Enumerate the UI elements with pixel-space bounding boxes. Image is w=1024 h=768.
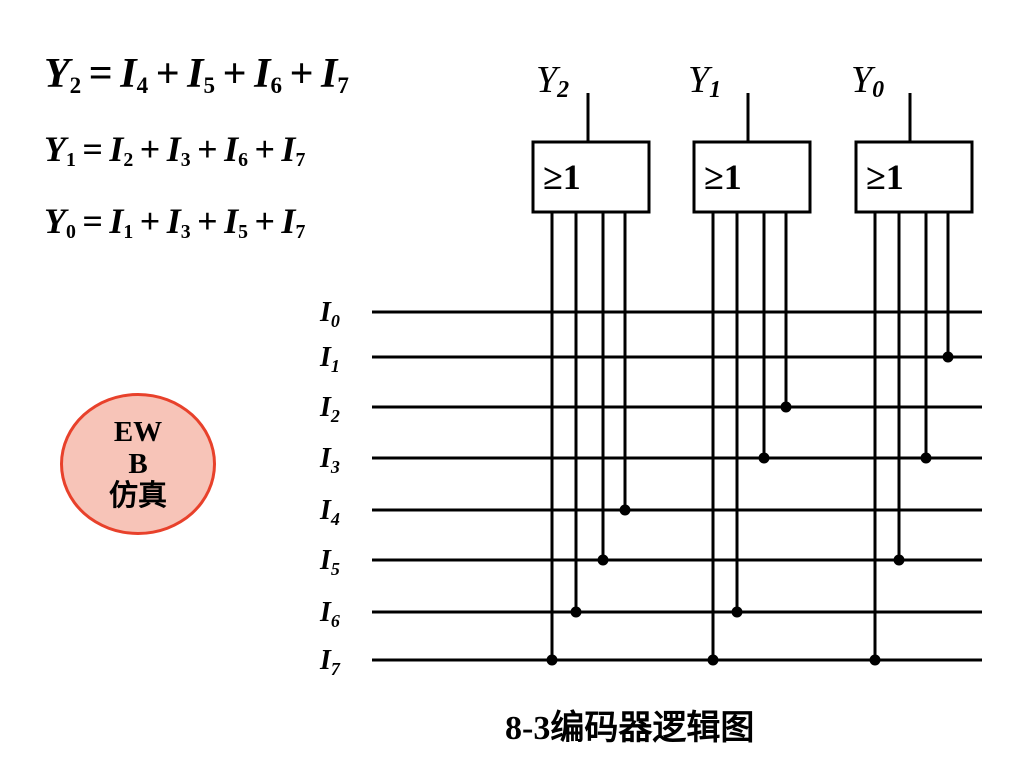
input-label-subscript: 0: [331, 311, 340, 331]
equation-term: I4: [120, 51, 149, 98]
equation-y1: Y1=I2+I3+I6+I7: [44, 128, 305, 172]
equation-term-subscript: 5: [203, 71, 216, 98]
output-label-subscript: 2: [556, 77, 569, 103]
equation-term: I3: [166, 201, 191, 243]
plus-sign: +: [222, 51, 247, 97]
input-label-2: I2: [319, 392, 340, 426]
plus-sign: +: [155, 51, 180, 97]
or-gate-2: [531, 140, 651, 214]
junction-dot: [942, 351, 954, 363]
junction-dot: [570, 606, 582, 618]
equation-term: I7: [321, 51, 349, 98]
input-label-subscript: 4: [330, 509, 340, 529]
junction-dot: [758, 452, 770, 464]
equation-term-subscript: 6: [238, 148, 248, 171]
or-gate-label: ≥1: [866, 157, 904, 197]
junction-dot: [780, 401, 792, 413]
input-label-subscript: 3: [330, 457, 340, 477]
equation-lhs: Y1: [44, 129, 76, 171]
plus-sign: +: [254, 201, 275, 241]
junction-dot: [893, 554, 905, 566]
equation-term-subscript: 2: [123, 148, 134, 171]
input-label-4: I4: [319, 495, 340, 529]
plus-sign: +: [254, 129, 275, 169]
equation-term: I6: [224, 129, 248, 171]
equation-term: I7: [281, 201, 306, 243]
plus-sign: +: [197, 129, 218, 169]
equation-term-subscript: 7: [295, 148, 306, 171]
input-label-3: I3: [319, 443, 340, 477]
junction-dot: [707, 654, 719, 666]
input-label-1: I1: [319, 342, 340, 376]
equation-term: I2: [109, 129, 134, 171]
or-gate-1: [692, 140, 812, 214]
equation-term: I5: [224, 201, 248, 243]
equation-term: I7: [281, 129, 306, 171]
output-label-2: Y2: [536, 59, 569, 103]
input-label-subscript: 7: [331, 659, 341, 679]
equation-y0: Y0=I1+I3+I5+I7: [44, 200, 305, 244]
equation-term: I1: [109, 201, 134, 243]
or-gate-label: ≥1: [543, 157, 581, 197]
diagram-caption: 8-3编码器逻辑图: [505, 710, 755, 747]
input-label-6: I6: [319, 597, 340, 631]
equation-term: I5: [187, 51, 216, 98]
or-gate-label: ≥1: [704, 157, 742, 197]
equation-term-subscript: 3: [180, 148, 191, 171]
input-label-subscript: 6: [331, 611, 340, 631]
junction-dot: [597, 554, 609, 566]
equals-sign: =: [82, 129, 103, 169]
equation-term: I3: [166, 129, 191, 171]
equation-term-subscript: 7: [295, 220, 306, 243]
junction-dot: [920, 452, 932, 464]
input-label-7: I7: [319, 645, 341, 679]
ewb-simulation-badge[interactable]: EW B 仿真: [60, 393, 216, 535]
junction-dot: [731, 606, 743, 618]
plus-sign: +: [139, 201, 161, 241]
badge-line-3: 仿真: [108, 480, 167, 512]
badge-line-2: B: [128, 448, 148, 480]
plus-sign: +: [139, 129, 161, 169]
junction-dot: [869, 654, 881, 666]
output-label-0: Y0: [851, 59, 884, 103]
equals-sign: =: [88, 51, 113, 97]
input-label-subscript: 1: [331, 356, 340, 376]
equation-term: I6: [254, 51, 283, 98]
input-label-subscript: 5: [331, 559, 340, 579]
equation-term-subscript: 5: [238, 220, 248, 243]
equation-term-subscript: 1: [123, 220, 134, 243]
output-label-subscript: 0: [872, 77, 884, 103]
or-gate-0: [854, 140, 974, 214]
equation-y2: Y2=I4+I5+I6+I7: [44, 50, 349, 99]
equation-term-subscript: 3: [180, 220, 191, 243]
output-label-1: Y1: [688, 59, 721, 103]
equation-term-subscript: 4: [136, 71, 149, 98]
badge-line-1: EW: [113, 416, 163, 448]
equation-lhs: Y2: [44, 51, 82, 98]
plus-sign: +: [289, 51, 314, 97]
junction-dot: [619, 504, 631, 516]
equation-term-subscript: 7: [337, 71, 349, 98]
equation-lhs: Y0: [44, 201, 76, 243]
equation-lhs-subscript: 0: [66, 220, 76, 243]
input-label-subscript: 2: [330, 406, 340, 426]
output-label-subscript: 1: [709, 77, 721, 103]
equation-lhs-subscript: 2: [69, 71, 82, 98]
junction-dot: [546, 654, 558, 666]
input-label-0: I0: [319, 297, 340, 331]
equals-sign: =: [82, 201, 103, 241]
input-label-5: I5: [319, 545, 340, 579]
equation-lhs-subscript: 1: [66, 148, 76, 171]
equation-term-subscript: 6: [270, 71, 283, 98]
plus-sign: +: [197, 201, 218, 241]
